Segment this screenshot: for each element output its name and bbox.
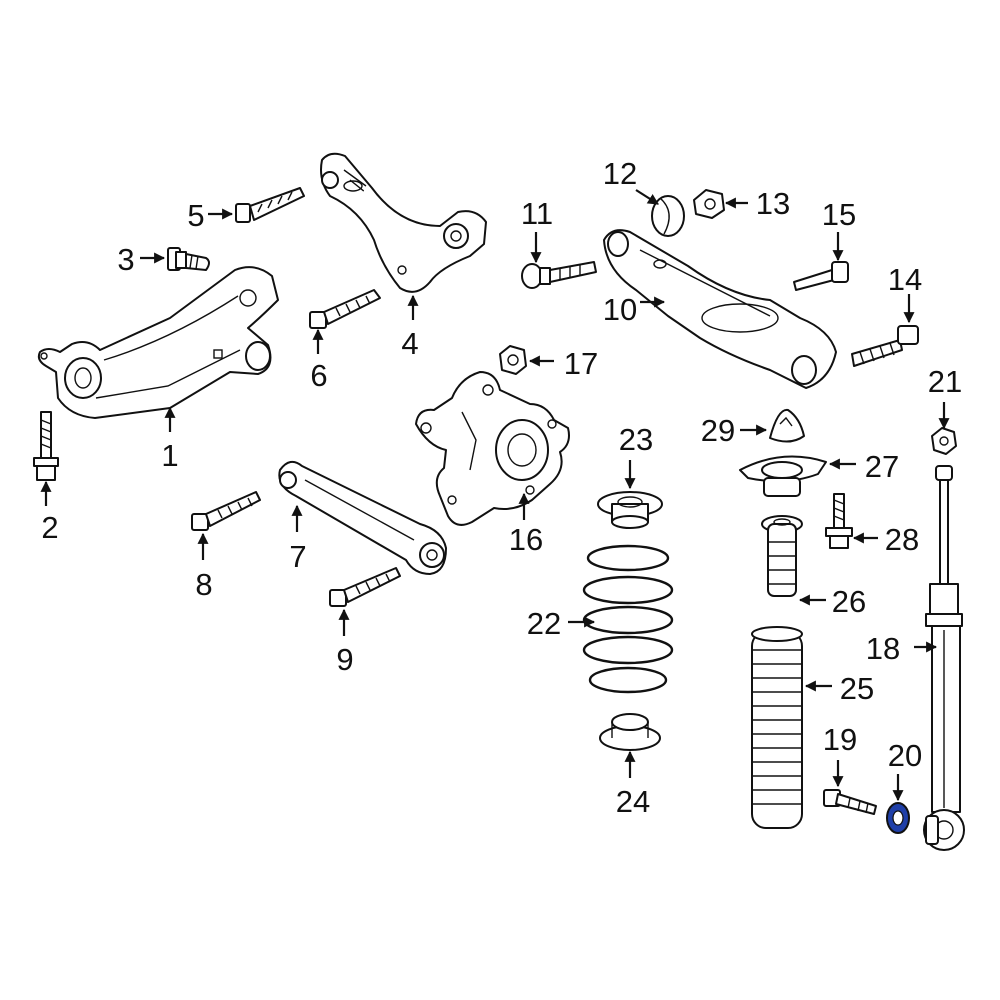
callout-12: 12 xyxy=(603,156,637,191)
shock-lower-bolt[interactable] xyxy=(823,789,877,815)
callout-24: 24 xyxy=(616,784,650,819)
shock-washer-highlighted[interactable] xyxy=(886,802,910,834)
spring-arm-bolt[interactable] xyxy=(851,325,919,367)
trailing-link-rear-bolt[interactable] xyxy=(329,567,401,607)
upper-arm-bolt[interactable] xyxy=(235,187,305,223)
callout-13: 13 xyxy=(756,186,790,221)
callout-26: 26 xyxy=(832,584,866,619)
cam-bolt[interactable] xyxy=(521,261,597,289)
dust-boot[interactable] xyxy=(751,626,803,829)
trailing-link[interactable] xyxy=(278,460,447,575)
callout-28: 28 xyxy=(885,522,919,557)
callout-9: 9 xyxy=(336,642,353,677)
callout-17: 17 xyxy=(564,346,598,381)
callout-20: 20 xyxy=(888,738,922,773)
rear-knuckle[interactable] xyxy=(415,371,570,526)
cam-washer[interactable] xyxy=(651,195,685,237)
small-flange-bolt[interactable] xyxy=(167,247,210,271)
upper-strut-mount[interactable] xyxy=(739,455,827,497)
mount-stud-bolt[interactable] xyxy=(825,493,853,549)
callout-8: 8 xyxy=(195,567,212,602)
shock-absorber[interactable] xyxy=(923,465,965,851)
upper-control-arm[interactable] xyxy=(320,152,487,293)
spring-arm-inner-bolt[interactable] xyxy=(793,261,849,291)
bump-stop[interactable] xyxy=(761,515,803,597)
callout-21: 21 xyxy=(928,364,962,399)
callout-16: 16 xyxy=(509,522,543,557)
callout-6: 6 xyxy=(310,358,327,393)
trailing-link-front-bolt[interactable] xyxy=(191,491,261,531)
callout-2: 2 xyxy=(41,510,58,545)
knuckle-nut[interactable] xyxy=(499,345,527,375)
callout-11: 11 xyxy=(521,196,553,231)
dust-cap[interactable] xyxy=(769,408,805,443)
lower-arm-bolt[interactable] xyxy=(33,411,59,481)
callout-22: 22 xyxy=(527,606,561,641)
callout-1: 1 xyxy=(161,438,178,473)
lower-spring-arm[interactable] xyxy=(603,229,837,389)
callout-14: 14 xyxy=(888,262,922,297)
leader-lines xyxy=(40,189,950,802)
coil-spring[interactable] xyxy=(582,544,674,694)
callout-3: 3 xyxy=(117,242,134,277)
callout-10: 10 xyxy=(603,292,637,327)
callout-25: 25 xyxy=(840,671,874,706)
callout-labels: 1 2 3 4 5 6 7 8 9 10 11 12 13 14 15 16 1… xyxy=(41,156,962,819)
callout-4: 4 xyxy=(401,326,418,361)
lower-spring-seat[interactable] xyxy=(599,713,661,751)
callout-7: 7 xyxy=(289,539,306,574)
lower-control-arm[interactable] xyxy=(37,266,279,419)
flange-nut[interactable] xyxy=(693,189,725,219)
upper-spring-seat[interactable] xyxy=(597,491,663,529)
shock-top-nut[interactable] xyxy=(931,427,957,455)
callout-5: 5 xyxy=(187,198,204,233)
upper-arm-inner-bolt[interactable] xyxy=(309,289,381,329)
callout-15: 15 xyxy=(822,197,856,232)
callout-19: 19 xyxy=(823,722,857,757)
callout-18: 18 xyxy=(866,631,900,666)
callout-23: 23 xyxy=(619,422,653,457)
callout-27: 27 xyxy=(865,449,899,484)
callout-29: 29 xyxy=(701,413,735,448)
